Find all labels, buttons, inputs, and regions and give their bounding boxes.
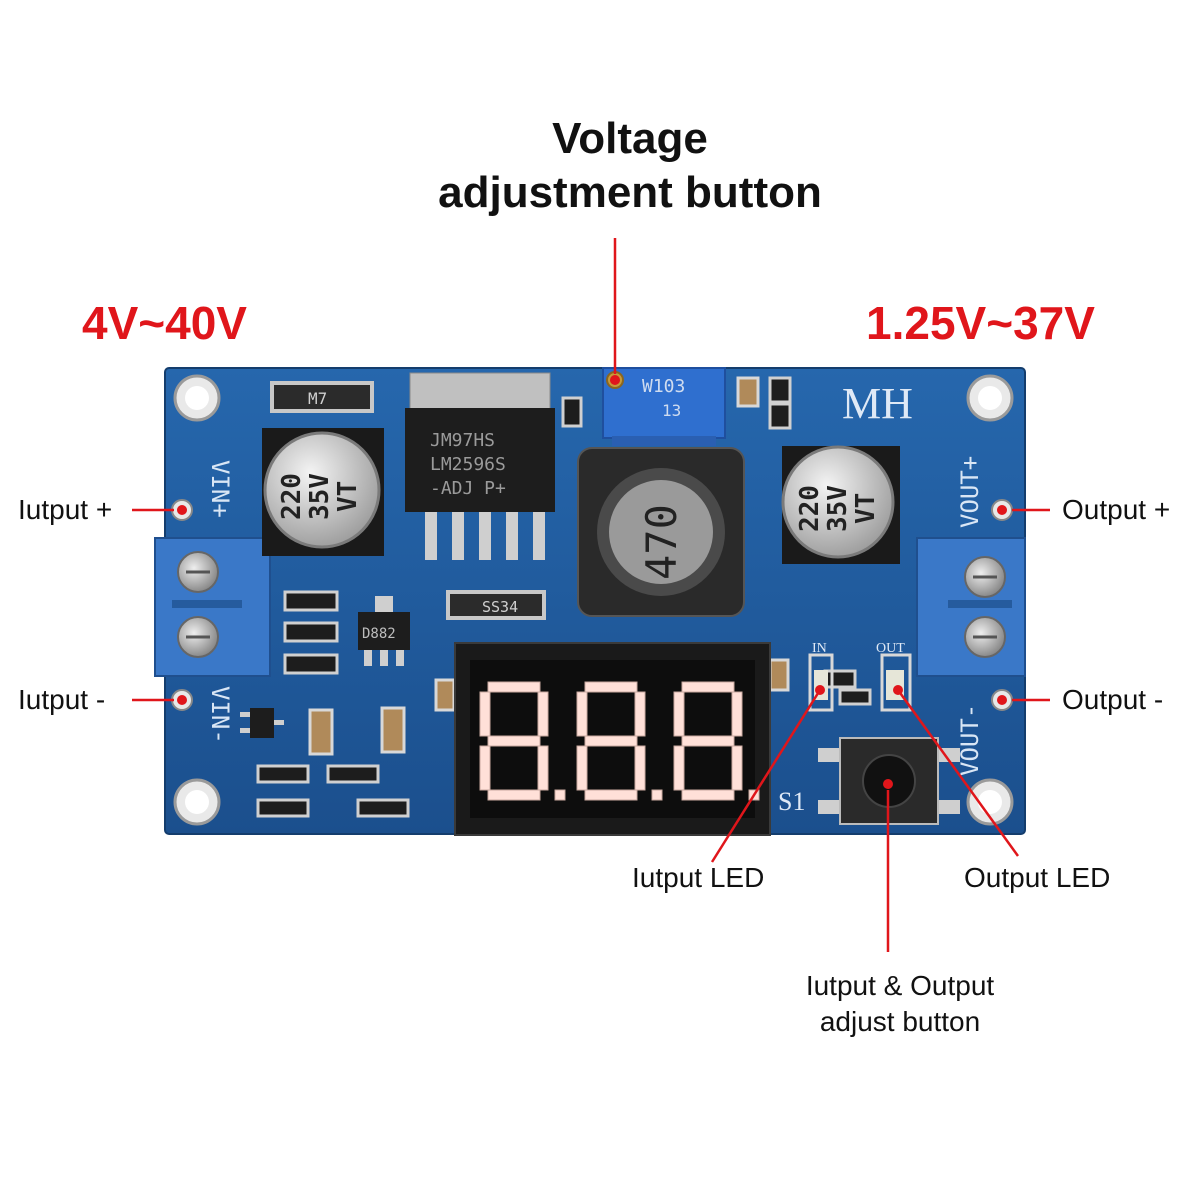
led-out-label: OUT [876, 641, 905, 656]
capacitor-right: 220 35V VT [781, 445, 900, 564]
silk-vout-minus: VOUT- [956, 704, 984, 776]
callout-input-plus: Iutput + [18, 494, 113, 525]
digit-2 [576, 681, 663, 801]
adjust-tactile-switch: S1 [778, 737, 960, 825]
silk-vin-plus: VIN+ [206, 460, 234, 518]
callout-input-led: Iutput LED [632, 862, 765, 893]
pot-label-1: W103 [642, 376, 685, 397]
potentiometer: W103 13 [602, 367, 726, 446]
callout-dots [177, 375, 1007, 789]
callout-adjust-button: Iutput & Output adjust button [770, 968, 1030, 1040]
title-line-2: adjustment button [438, 168, 822, 217]
diode-ss34: SS34 [446, 590, 546, 620]
callout-output-minus: Output - [1062, 684, 1164, 715]
callout-adjust-line-2: adjust button [819, 1006, 981, 1037]
cap-left-label-3: VT [333, 481, 363, 512]
transistor-label: D882 [362, 626, 396, 642]
callout-lines [132, 238, 1050, 952]
mounting-holes [173, 374, 1014, 826]
callout-output-led: Output LED [964, 862, 1111, 893]
inductor-label: 470 [637, 504, 686, 580]
cap-left-label-1: 220 [277, 473, 307, 520]
inductor: 470 [577, 447, 745, 617]
silk-vout-plus: VOUT+ [956, 456, 984, 528]
title-line-1: Voltage [552, 114, 708, 163]
output-voltage-range: 1.25V~37V [866, 297, 1095, 349]
fuse-label: M7 [308, 389, 327, 408]
digit-3 [673, 681, 760, 801]
callout-output-plus: Output + [1062, 494, 1171, 525]
seven-segment-display [454, 642, 771, 836]
callout-input-minus: Iutput - [18, 684, 106, 715]
diode-label: SS34 [482, 598, 518, 616]
input-voltage-range: 4V~40V [82, 297, 247, 349]
capacitor-left: 220 35V VT [262, 428, 384, 556]
callout-adjust-line-1: Iutput & Output [805, 970, 995, 1001]
cap-right-label-2: 35V [823, 485, 853, 532]
silk-vin-minus: VIN- [206, 686, 234, 744]
fuse-m7: M7 [270, 381, 374, 413]
cap-right-label-1: 220 [795, 485, 825, 532]
input-terminal-block [154, 537, 271, 677]
lm2596-regulator: JM97HS LM2596S -ADJ P+ [405, 372, 555, 560]
pot-label-2: 13 [662, 401, 681, 420]
output-terminal-block [916, 537, 1026, 677]
switch-label: S1 [778, 787, 805, 816]
brand-mh: MH [842, 379, 913, 428]
cap-left-label-2: 35V [305, 473, 335, 520]
cap-right-label-3: VT [851, 493, 881, 524]
ic-label-1: JM97HS [430, 430, 495, 451]
smd-resistors [256, 376, 872, 818]
ic-label-2: LM2596S [430, 454, 506, 475]
transistor-d882: D882 [358, 596, 410, 666]
title-voltage-adjustment: Voltage adjustment button [380, 112, 880, 220]
led-in-label: IN [812, 641, 827, 656]
sot-transistor [240, 708, 284, 738]
ic-label-3: -ADJ P+ [430, 478, 506, 499]
digit-1 [479, 681, 566, 801]
